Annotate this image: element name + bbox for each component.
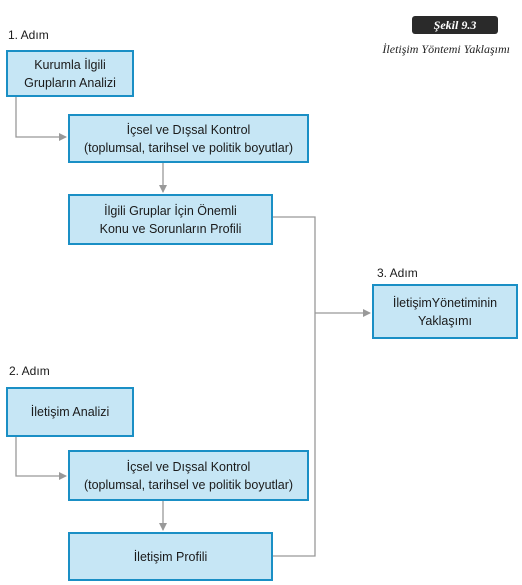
box-text-line: İletişim Analizi (30, 405, 110, 419)
box-text-line: İletişim Profili (133, 549, 208, 564)
box-iletisim-analizi: İletişim Analizi (6, 387, 134, 437)
box-text-line: Grupların Analizi (24, 75, 116, 90)
box-text-line: İçsel ve Dışsal Kontrol (126, 459, 251, 474)
connector-ilgili-to-merge (273, 216, 316, 313)
step-1-label: 1. Adım (8, 28, 49, 42)
box-iletisim-yonetiminin-yaklasimi: İletişimYönetiminin Yaklaşımı (372, 284, 518, 339)
connector-profili-to-merge (273, 313, 316, 557)
step-2-label: 2. Adım (9, 364, 50, 378)
box-icsel-ve-dissal-kontrol-2: İçsel ve Dışsal Kontrol (toplumsal, tari… (68, 450, 309, 501)
box-text-line: Konu ve Sorunların Profili (99, 221, 242, 236)
connector-kurumla-to-icsel1 (15, 97, 67, 141)
box-text-line: İlgili Gruplar İçin Önemli (104, 203, 237, 218)
box-kurumla-ilgili-gruplarin-analizi: Kurumla İlgili Grupların Analizi (6, 50, 134, 97)
box-text-line: İletişimYönetiminin (392, 295, 498, 310)
box-icsel-ve-dissal-kontrol-1: İçsel ve Dışsal Kontrol (toplumsal, tari… (68, 114, 309, 163)
box-text-line: İçsel ve Dışsal Kontrol (126, 122, 251, 137)
figure-number-badge: Şekil 9.3 (412, 16, 498, 34)
box-text-line: (toplumsal, tarihsel ve politik boyutlar… (83, 477, 294, 492)
figure-caption: İletişim Yöntemi Yaklaşımı (382, 42, 510, 56)
box-text-line: Yaklaşımı (418, 313, 472, 328)
step-3-label: 3. Adım (377, 266, 418, 280)
box-ilgili-gruplar-profili: İlgili Gruplar İçin Önemli Konu ve Sorun… (68, 194, 273, 245)
connector-analizi-to-icsel2 (15, 437, 67, 480)
box-iletisim-profili: İletişim Profili (68, 532, 273, 581)
box-text-line: Kurumla İlgili (34, 57, 106, 72)
box-text-line: (toplumsal, tarihsel ve politik boyutlar… (83, 140, 294, 155)
